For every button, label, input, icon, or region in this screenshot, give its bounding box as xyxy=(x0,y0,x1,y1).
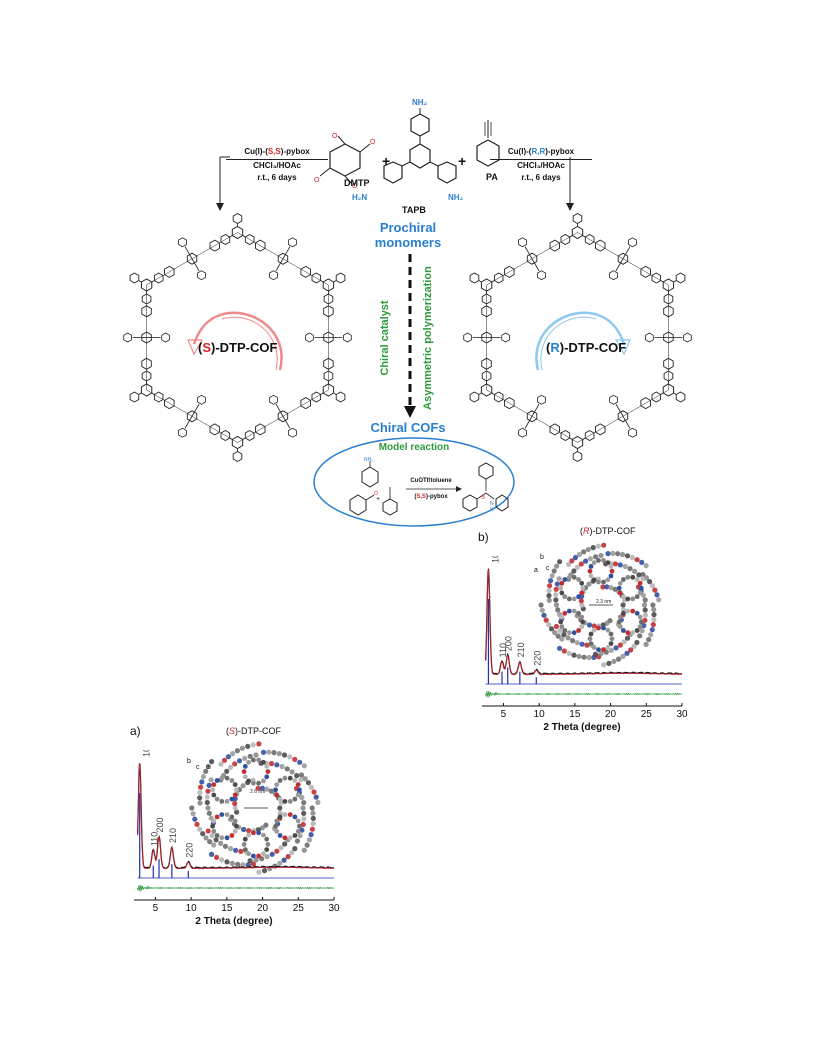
dmtp-label: DMTP xyxy=(344,178,370,188)
pa-label: PA xyxy=(486,172,498,182)
tapb-h2n-left: H₂N xyxy=(352,193,368,202)
tapb-label: TAPB xyxy=(402,205,426,215)
left-cof-network xyxy=(123,212,352,463)
panel-a-label: a) xyxy=(130,724,141,738)
x-tick-label-5: 5 xyxy=(501,709,507,720)
peak-label-110: 110 xyxy=(149,832,159,846)
difference-pattern xyxy=(485,690,683,699)
peak-label-210: 210 xyxy=(168,828,178,843)
right-time: r.t., 6 days xyxy=(521,173,561,182)
left-cof-label: (S)-DTP-COF xyxy=(198,340,278,355)
dmtp-o2: O xyxy=(314,177,320,184)
x-tick-label-20: 20 xyxy=(257,903,269,914)
plus-1: + xyxy=(382,153,391,169)
right-arrow xyxy=(566,157,574,211)
panel-a-axis-a: a xyxy=(206,764,210,771)
panel-a-pore-image xyxy=(189,741,321,875)
model-catalyst: (S,S)-pybox xyxy=(414,494,448,500)
x-tick-label-15: 15 xyxy=(221,903,233,914)
peak-label-110: 110 xyxy=(498,643,508,657)
peak-label-220: 220 xyxy=(532,651,542,666)
left-conditions: Cu(I)-(S,S)-pybox CHCl₃/HOAc r.t., 6 day… xyxy=(222,146,332,184)
left-solvent: CHCl₃/HOAc xyxy=(253,161,301,170)
peak-label-220: 220 xyxy=(184,843,194,858)
dmtp-o1: O xyxy=(370,139,376,146)
right-cof-label: (R)-DTP-COF xyxy=(546,340,627,355)
plus-2: + xyxy=(458,153,467,169)
chiral-catalyst-label: Chiral catalyst xyxy=(379,300,391,376)
left-arrow xyxy=(216,156,230,211)
right-cof-network xyxy=(463,212,692,463)
panel-b-label: b) xyxy=(478,530,489,544)
x-tick-label-25: 25 xyxy=(293,903,305,914)
refined-pattern xyxy=(137,764,334,869)
experimental-pattern xyxy=(484,568,683,676)
center-dashed-arrow xyxy=(404,254,416,418)
model-s: S xyxy=(481,495,485,501)
panel-b-pore-size: 2.3 nm xyxy=(596,599,612,605)
model-n: N xyxy=(490,501,494,507)
panel-a-title: (S)-DTP-COF xyxy=(226,726,282,736)
model-nh2: NH₂ xyxy=(364,457,373,463)
x-axis-title: 2 Theta (degree) xyxy=(195,916,272,927)
peak-label-100: 100 xyxy=(490,556,500,563)
x-tick-label-20: 20 xyxy=(605,709,617,720)
x-axis-title: 2 Theta (degree) xyxy=(543,722,620,733)
panel-a-axis-c: c xyxy=(196,764,200,771)
model-reaction-oval xyxy=(313,437,515,527)
model-plus: + xyxy=(376,496,380,503)
peak-label-210: 210 xyxy=(516,642,526,657)
right-solvent: CHCl₃/HOAc xyxy=(517,161,565,170)
dmtp-o4: O xyxy=(352,183,358,190)
peak-label-200: 200 xyxy=(155,817,165,832)
refined-pattern xyxy=(485,569,682,675)
panel-a-pore-size: 2.6 nm xyxy=(250,789,266,795)
chiral-cofs-label: Chiral COFs xyxy=(370,420,446,435)
panel-b-axis-a: a xyxy=(534,567,538,574)
x-tick-label-10: 10 xyxy=(534,709,546,720)
difference-pattern xyxy=(137,884,335,893)
x-tick-label-25: 25 xyxy=(641,709,653,720)
right-catalyst: Cu(I)-(R,R)-pybox xyxy=(507,147,575,156)
model-h: H xyxy=(490,507,494,513)
right-rotation-arrow xyxy=(535,311,631,371)
panel-a-axis-b: b xyxy=(187,758,191,765)
x-tick-label-30: 30 xyxy=(328,903,340,914)
asymmetric-polymerization-label: Asymmetric polymerization xyxy=(422,266,434,410)
right-conditions: Cu(I)-(R,R)-pybox CHCl₃/HOAc r.t., 6 day… xyxy=(486,146,596,184)
model-reaction-label: Model reaction xyxy=(378,442,450,453)
x-tick-label-15: 15 xyxy=(569,709,581,720)
panel-b-axis-c: c xyxy=(546,565,550,572)
experimental-pattern xyxy=(136,763,335,870)
model-reaction-structures: NH₂ O + S N H xyxy=(349,457,509,516)
peak-label-100: 100 xyxy=(142,750,152,757)
model-conditions: CuOTf/toluene xyxy=(410,478,452,484)
peak-label-200: 200 xyxy=(504,636,514,651)
prochiral-monomers-label: Prochiral monomers xyxy=(374,220,442,250)
panel-b-title: (R)-DTP-COF xyxy=(580,526,636,536)
x-tick-label-30: 30 xyxy=(676,709,688,720)
x-tick-label-10: 10 xyxy=(186,903,198,914)
pa-structure xyxy=(476,120,500,167)
left-catalyst: Cu(I)-(S,S)-pybox xyxy=(244,147,310,156)
dmtp-structure: O O O O xyxy=(314,133,376,190)
tapb-nh2-top: NH₂ xyxy=(412,98,428,107)
left-time: r.t., 6 days xyxy=(257,173,297,182)
tapb-nh2-right: NH₂ xyxy=(448,193,464,202)
panel-b-pore-image xyxy=(538,542,662,668)
tapb-structure xyxy=(383,108,457,184)
model-o: O xyxy=(374,491,378,497)
panel-b-axis-b: b xyxy=(540,554,544,561)
left-rotation-arrow xyxy=(187,311,283,371)
x-tick-label-5: 5 xyxy=(153,903,159,914)
dmtp-o3: O xyxy=(332,133,338,140)
